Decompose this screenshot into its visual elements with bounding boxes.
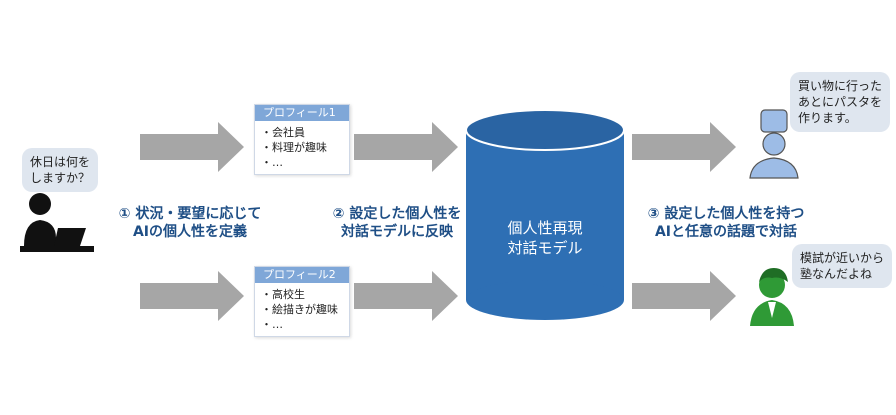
profile-card-2-item: ・高校生 xyxy=(261,288,305,301)
step-1-label: ① 状況・要望に応じて AIの個人性を定義 xyxy=(112,205,268,241)
student-reply-line-2: 塾なんだよね xyxy=(800,267,873,281)
model-label-line-1: 個人性再現 xyxy=(507,219,583,237)
arrow-right-top xyxy=(632,122,736,172)
profile-card-1-title: プロフィール1 xyxy=(255,105,349,121)
step-3-line-2: AIと任意の話題で対話 xyxy=(654,224,798,240)
step-2-label: ② 設定した個人性を 対話モデルに反映 xyxy=(324,205,470,241)
student-icon xyxy=(750,268,794,326)
model-label: 個人性再現 対話モデル xyxy=(465,218,625,258)
arrow-left-bottom xyxy=(140,271,244,321)
profile-card-1-item: ・料理が趣味 xyxy=(261,141,327,154)
step-3-line-1: ③ 設定した個人性を持つ xyxy=(647,206,805,222)
profile-card-2-item: ・… xyxy=(261,318,283,331)
user-at-computer-icon xyxy=(20,193,94,252)
chef-reply-line-2: あとにパスタを xyxy=(798,95,883,109)
chef-reply-line-1: 買い物に行った xyxy=(798,79,883,93)
step-3-label: ③ 設定した個人性を持つ AIと任意の話題で対話 xyxy=(630,205,822,241)
model-label-line-2: 対話モデル xyxy=(507,239,583,257)
profile-card-2-item: ・絵描きが趣味 xyxy=(261,303,338,316)
profile-card-2-title: プロフィール2 xyxy=(255,267,349,283)
arrow-mid-bottom xyxy=(354,271,458,321)
profile-card-1-item: ・… xyxy=(261,156,283,169)
step-2-line-2: 対話モデルに反映 xyxy=(341,224,453,240)
user-question-bubble: 休日は何を しますか？ xyxy=(22,148,99,192)
arrow-mid-top xyxy=(354,122,458,172)
chef-reply-bubble: 買い物に行った あとにパスタを 作ります。 xyxy=(790,72,891,132)
chef-icon xyxy=(749,109,799,179)
chef-reply-line-3: 作ります。 xyxy=(798,111,857,125)
user-question-line-1: 休日は何を xyxy=(30,155,91,169)
step-1-line-1: ① 状況・要望に応じて xyxy=(118,206,262,222)
student-reply-bubble: 模試が近いから 塾なんだよね xyxy=(792,244,893,288)
arrow-left-top xyxy=(140,122,244,172)
arrow-right-bottom xyxy=(632,271,736,321)
profile-card-1-item: ・会社員 xyxy=(261,126,305,139)
profile-card-2: プロフィール2 ・高校生 ・絵描きが趣味 ・… xyxy=(254,266,350,337)
user-question-line-2: しますか？ xyxy=(30,171,91,185)
step-2-line-1: ② 設定した個人性を xyxy=(332,206,462,222)
step-1-line-2: AIの個人性を定義 xyxy=(132,224,248,240)
profile-card-1: プロフィール1 ・会社員 ・料理が趣味 ・… xyxy=(254,104,350,175)
model-cylinder xyxy=(465,109,625,320)
student-reply-line-1: 模試が近いから xyxy=(800,251,885,265)
